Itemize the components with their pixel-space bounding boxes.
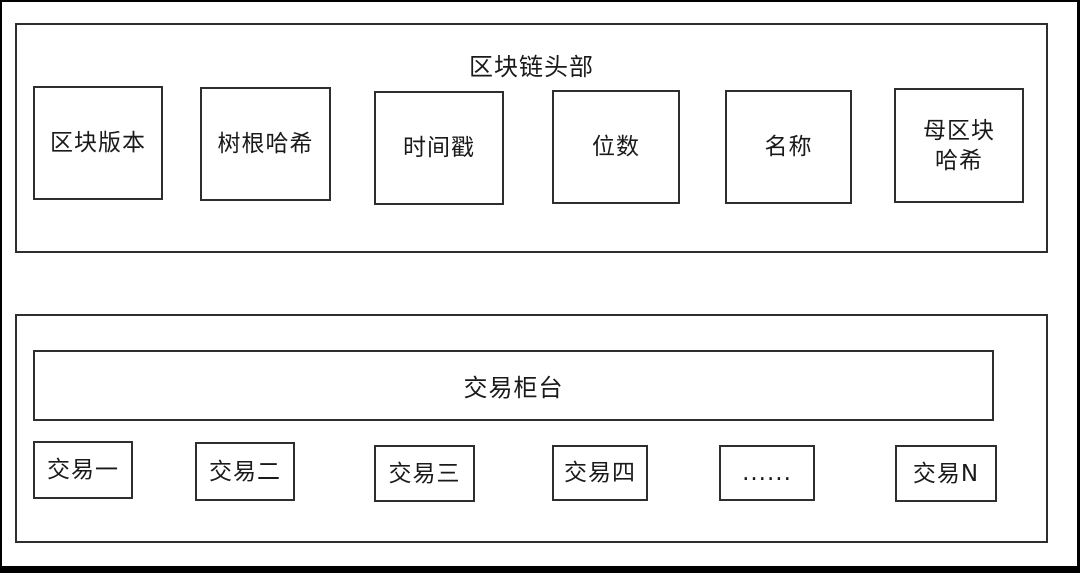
transaction-4-label: 交易四 <box>564 460 636 486</box>
transaction-ellipsis-label: ...... <box>742 460 792 486</box>
block-header-title: 区块链头部 <box>469 53 594 81</box>
timestamp-box: 时间戳 <box>374 91 504 205</box>
bits-box: 位数 <box>552 90 680 204</box>
transaction-3-label: 交易三 <box>388 460 461 487</box>
transaction-n-box: 交易N <box>895 445 997 502</box>
transaction-2-label: 交易二 <box>209 458 281 485</box>
block-version-box: 区块版本 <box>33 86 163 200</box>
parent-block-hash-label: 母区块 哈希 <box>923 117 995 174</box>
transaction-2-box: 交易二 <box>195 442 295 501</box>
parent-block-hash-box: 母区块 哈希 <box>894 88 1024 203</box>
transaction-ellipsis-box: ...... <box>719 445 815 501</box>
name-label: 名称 <box>764 134 813 160</box>
transaction-n-label: 交易N <box>912 460 980 487</box>
bits-label: 位数 <box>592 134 640 160</box>
timestamp-label: 时间戳 <box>403 135 475 161</box>
block-header-section: 区块链头部 区块版本 树根哈希 时间戳 位数 名称 母区块 哈希 <box>15 23 1048 253</box>
transaction-counter-bar: 交易柜台 <box>33 350 994 421</box>
transaction-counter-label: 交易柜台 <box>463 374 564 402</box>
name-box: 名称 <box>725 90 852 204</box>
transaction-4-box: 交易四 <box>552 445 648 501</box>
transaction-3-box: 交易三 <box>374 445 475 502</box>
transaction-1-box: 交易一 <box>33 441 133 499</box>
root-hash-box: 树根哈希 <box>200 87 331 201</box>
block-version-label: 区块版本 <box>50 130 146 156</box>
transaction-1-label: 交易一 <box>47 457 119 483</box>
root-hash-label: 树根哈希 <box>217 131 314 157</box>
transaction-body-section: 交易柜台 交易一 交易二 交易三 交易四 ...... 交易N <box>15 314 1048 543</box>
